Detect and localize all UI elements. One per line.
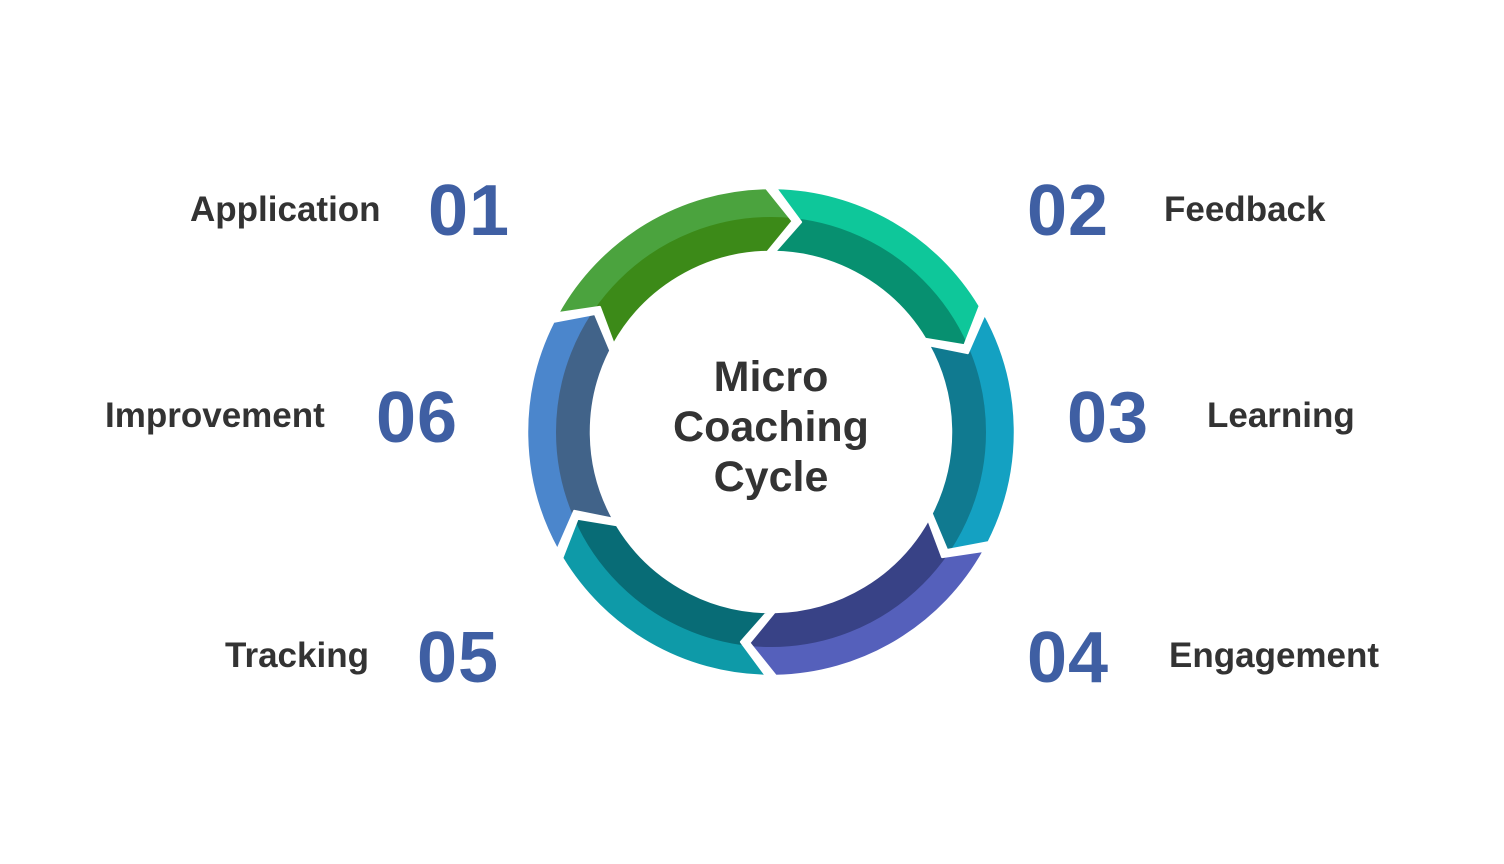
step-label-application: Application	[190, 190, 381, 229]
step-number-06: 06	[376, 378, 459, 458]
step-label-improvement: Improvement	[105, 396, 325, 435]
cycle-segment-02	[773, 186, 982, 347]
step-number-04: 04	[1027, 618, 1110, 698]
step-number-05: 05	[417, 618, 500, 698]
cycle-segment-06	[525, 312, 615, 552]
segment-inner-band	[557, 217, 793, 345]
step-label-learning: Learning	[1207, 396, 1355, 435]
cycle-title: Micro Coaching Cycle	[621, 352, 921, 502]
step-label-feedback: Feedback	[1164, 190, 1326, 229]
segment-inner-band	[556, 313, 614, 550]
title-line-3: Cycle	[713, 453, 829, 501]
segment-inner-band	[928, 314, 986, 551]
cycle-segment-05	[560, 517, 769, 678]
step-number-02: 02	[1027, 171, 1110, 251]
step-number-03: 03	[1067, 378, 1150, 458]
step-label-engagement: Engagement	[1169, 636, 1380, 675]
step-label-tracking: Tracking	[225, 636, 369, 675]
cycle-segment-04	[747, 518, 986, 678]
cycle-segment-03	[927, 312, 1017, 552]
step-number-01: 01	[428, 171, 511, 251]
cycle-segment-01	[556, 186, 795, 346]
segment-inner-band	[749, 519, 985, 647]
title-line-2: Coaching	[673, 403, 869, 451]
title-line-1: Micro	[713, 353, 829, 401]
